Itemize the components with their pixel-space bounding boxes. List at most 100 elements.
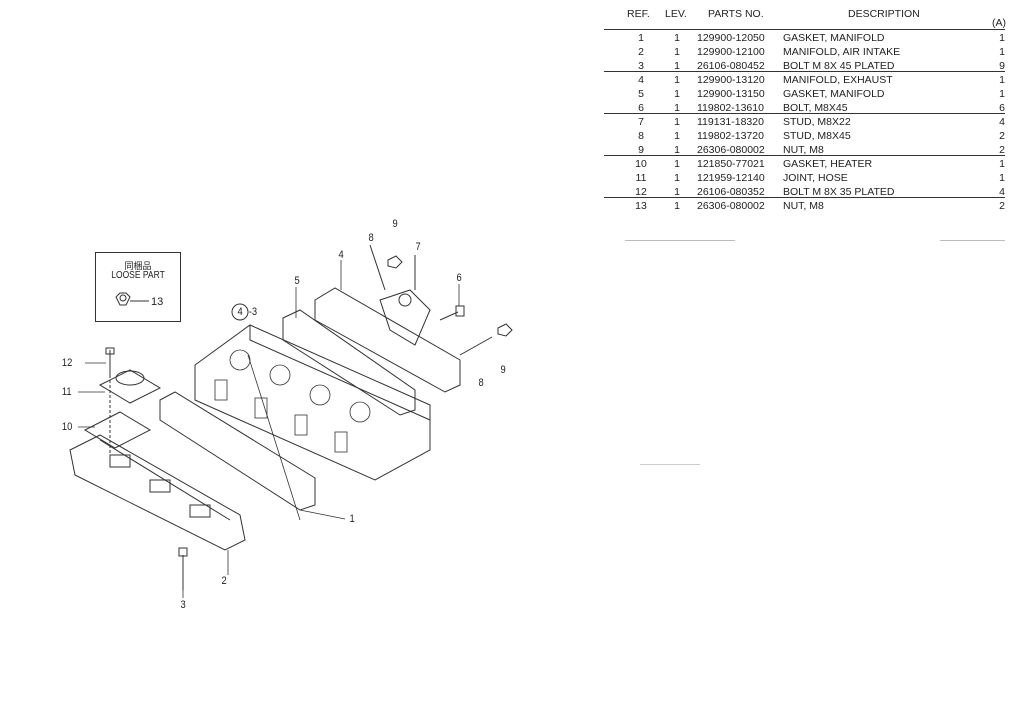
cell-lev: 1 xyxy=(674,46,680,58)
table-divider xyxy=(604,197,1005,198)
table-divider xyxy=(604,71,1005,72)
cell-ref: 11 xyxy=(635,172,647,184)
hose-joint xyxy=(98,369,162,404)
callout-7: 7 xyxy=(415,241,421,253)
cell-lev: 1 xyxy=(674,144,680,156)
callout-8: 8 xyxy=(368,232,374,244)
callout-9: 9 xyxy=(392,218,398,230)
cell-ref: 12 xyxy=(635,186,647,198)
cell-parts-no: 119802-13610 xyxy=(697,102,764,114)
callout-8b: 8 xyxy=(478,377,484,389)
cell-parts-no: 26106-080452 xyxy=(697,60,765,72)
heater-gasket xyxy=(83,411,152,449)
callout-2: 2 xyxy=(221,575,227,587)
exhaust-manifold xyxy=(314,287,461,393)
cell-description: BOLT M 8X 45 PLATED xyxy=(783,60,895,72)
callout-12: 12 xyxy=(61,357,73,369)
cell-description: GASKET, MANIFOLD xyxy=(783,32,885,44)
cell-ref: 9 xyxy=(638,144,644,156)
table-row: 4 1 129900-13120 MANIFOLD, EXHAUST 1 xyxy=(600,73,1005,87)
cell-ref: 2 xyxy=(638,46,644,58)
cell-lev: 1 xyxy=(674,186,680,198)
cell-description: GASKET, MANIFOLD xyxy=(783,88,885,100)
col-lev-header: LEV. xyxy=(665,8,687,20)
cell-parts-no: 129900-13150 xyxy=(697,88,765,100)
table-divider xyxy=(604,155,1005,156)
cell-ref: 1 xyxy=(638,32,644,44)
cell-parts-no: 119131-18320 xyxy=(697,116,764,128)
intake-manifold xyxy=(69,434,246,551)
loose-part-box: 同梱品 LOOSE PART 13 xyxy=(95,252,181,322)
col-qty-header: (A) xyxy=(992,17,1006,29)
table-divider xyxy=(604,29,1005,30)
cell-parts-no: 121959-12140 xyxy=(697,172,765,184)
scan-artifact xyxy=(640,464,700,465)
cell-parts-no: 26306-080002 xyxy=(697,200,765,212)
callout-9b: 9 xyxy=(500,364,506,376)
cell-parts-no: 121850-77021 xyxy=(697,158,765,170)
table-row: 8 1 119802-13720 STUD, M8X45 2 xyxy=(600,129,1005,143)
callout-3: 3 xyxy=(180,599,186,611)
callout-4-3-suffix: -3 xyxy=(248,306,258,318)
col-description-header: DESCRIPTION xyxy=(848,8,920,20)
cylinder-head xyxy=(194,324,431,481)
cell-description: STUD, M8X45 xyxy=(783,130,851,142)
loose-part-title-jp: 同梱品 xyxy=(124,261,152,271)
cell-description: NUT, M8 xyxy=(783,144,824,156)
cell-qty: 1 xyxy=(999,46,1005,58)
callout-11: 11 xyxy=(61,386,72,398)
cell-lev: 1 xyxy=(674,116,680,128)
cell-parts-no: 26106-080352 xyxy=(697,186,765,198)
cell-description: NUT, M8 xyxy=(783,200,824,212)
cell-ref: 10 xyxy=(635,158,647,170)
callout-1: 1 xyxy=(349,513,355,525)
cell-lev: 1 xyxy=(674,172,680,184)
loose-part-title: LOOSE PART xyxy=(111,270,165,281)
callout-4-circled: 4 xyxy=(237,306,243,318)
scan-artifact xyxy=(625,240,735,241)
cell-lev: 1 xyxy=(674,88,680,100)
cell-description: JOINT, HOSE xyxy=(783,172,848,184)
cell-lev: 1 xyxy=(674,74,680,86)
cell-qty: 2 xyxy=(999,200,1005,212)
callout-6: 6 xyxy=(456,272,462,284)
table-row: 3 1 26106-080452 BOLT M 8X 45 PLATED 9 xyxy=(600,59,1005,73)
cell-qty: 9 xyxy=(999,60,1005,72)
cell-description: BOLT M 8X 35 PLATED xyxy=(783,186,895,198)
cell-lev: 1 xyxy=(674,32,680,44)
cell-parts-no: 119802-13720 xyxy=(697,130,764,142)
cell-ref: 4 xyxy=(638,74,644,86)
callout-4: 4 xyxy=(338,249,344,261)
cell-parts-no: 129900-13120 xyxy=(697,74,765,86)
cell-ref: 5 xyxy=(638,88,644,100)
cell-lev: 1 xyxy=(674,130,680,142)
cell-ref: 8 xyxy=(638,130,644,142)
cell-lev: 1 xyxy=(674,60,680,72)
cell-lev: 1 xyxy=(674,102,680,114)
nut-icon xyxy=(115,292,149,306)
cell-qty: 1 xyxy=(999,158,1005,170)
cell-description: MANIFOLD, AIR INTAKE xyxy=(783,46,901,58)
cell-qty: 4 xyxy=(999,186,1005,198)
cell-description: MANIFOLD, EXHAUST xyxy=(783,74,893,86)
gasket-manifold-1 xyxy=(159,391,316,511)
cell-qty: 4 xyxy=(999,116,1005,128)
cell-ref: 3 xyxy=(638,60,644,72)
cell-ref: 13 xyxy=(635,200,647,212)
cell-qty: 1 xyxy=(999,74,1005,86)
callout-10: 10 xyxy=(61,421,73,433)
cell-lev: 1 xyxy=(674,158,680,170)
col-parts-no-header: PARTS NO. xyxy=(708,8,764,20)
cell-parts-no: 129900-12050 xyxy=(697,32,765,44)
ref-4-circle xyxy=(231,303,249,321)
cell-qty: 2 xyxy=(999,130,1005,142)
cell-qty: 1 xyxy=(999,172,1005,184)
table-divider xyxy=(604,113,1005,114)
cell-qty: 1 xyxy=(999,32,1005,44)
